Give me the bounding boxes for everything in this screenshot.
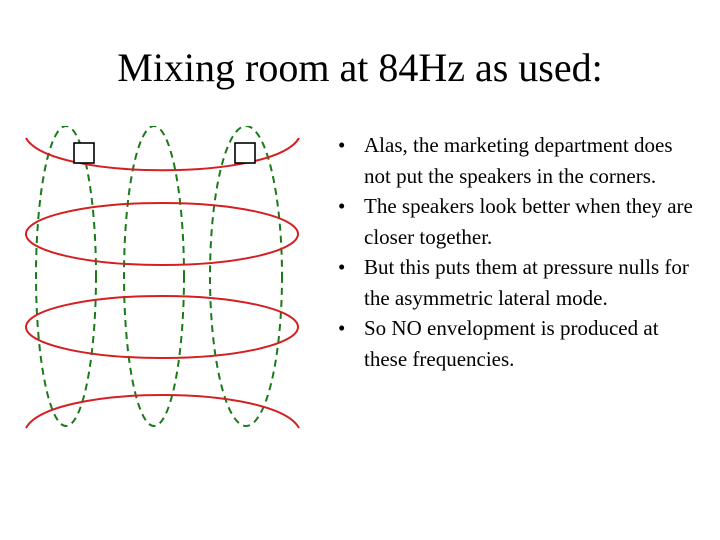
bullet-item: Alas, the marketing department does not …: [336, 130, 696, 191]
vertical-mode-loop-middle: [123, 126, 185, 427]
horizontal-mode-arc-top: [25, 137, 300, 172]
bullet-list: Alas, the marketing department does not …: [336, 130, 696, 374]
room-mode-diagram: [25, 126, 300, 429]
bullet-item: But this puts them at pressure nulls for…: [336, 252, 696, 313]
speaker-left-icon: [73, 142, 95, 164]
speaker-right-icon: [234, 142, 256, 164]
horizontal-mode-loop-2: [25, 295, 299, 359]
bullet-item: So NO envelopment is produced at these f…: [336, 313, 696, 374]
bullet-item: The speakers look better when they are c…: [336, 191, 696, 252]
slide-title: Mixing room at 84Hz as used:: [117, 45, 603, 90]
horizontal-mode-arc-bottom: [25, 394, 300, 429]
vertical-mode-loop-right: [209, 126, 283, 427]
vertical-mode-loop-left: [35, 126, 97, 427]
horizontal-mode-loop-1: [25, 202, 299, 266]
